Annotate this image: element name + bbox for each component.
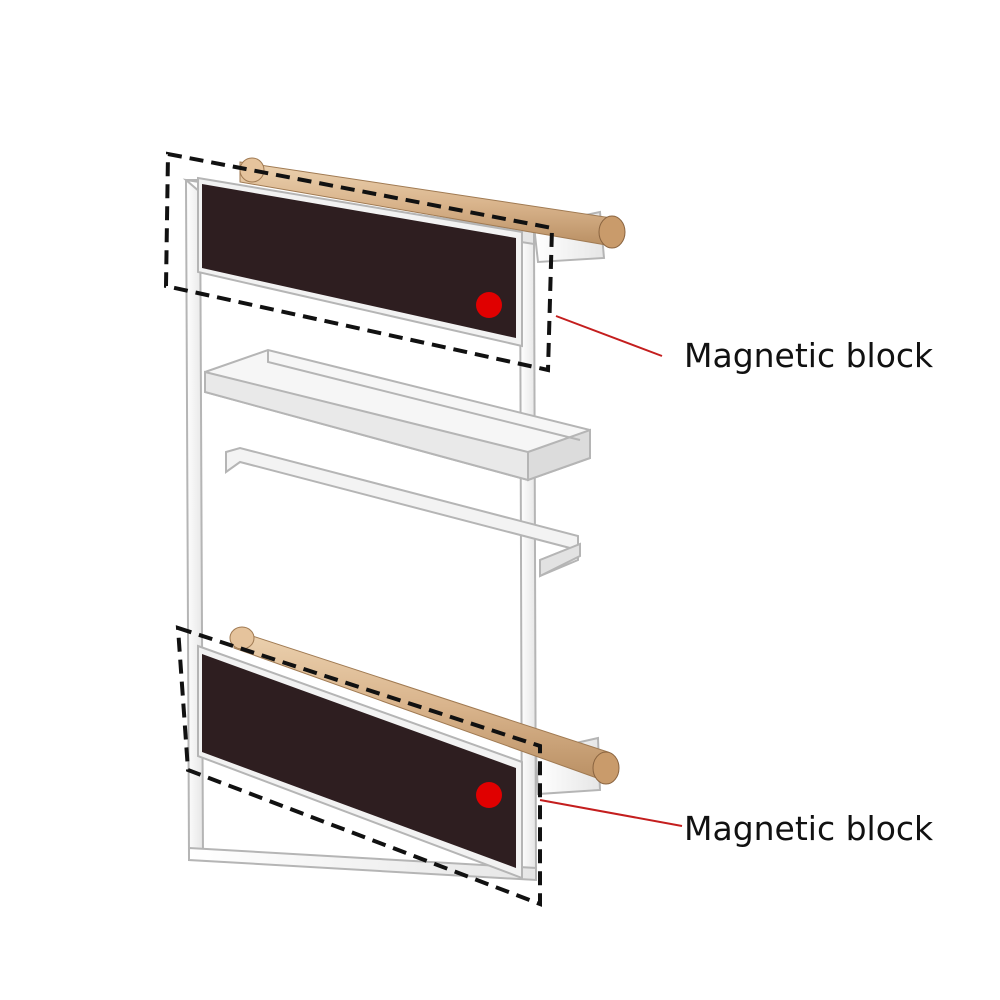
marker-dot bbox=[476, 782, 502, 808]
top-wooden-rod bbox=[239, 157, 626, 249]
top-magnetic-block bbox=[197, 176, 523, 348]
magnetic-block-label-bottom: Magnetic block bbox=[684, 809, 934, 848]
top-dashed-highlight-box bbox=[163, 151, 555, 373]
top-leader-line bbox=[555, 315, 663, 357]
bottom-leader-line bbox=[539, 799, 683, 827]
magnetic-block-label-top: Magnetic block bbox=[684, 336, 934, 375]
towel-bar bbox=[225, 446, 581, 578]
shelf bbox=[204, 348, 591, 482]
bottom-dashed-highlight-box bbox=[175, 625, 542, 907]
bottom-magnetic-block bbox=[197, 644, 523, 880]
marker-dot bbox=[476, 292, 502, 318]
